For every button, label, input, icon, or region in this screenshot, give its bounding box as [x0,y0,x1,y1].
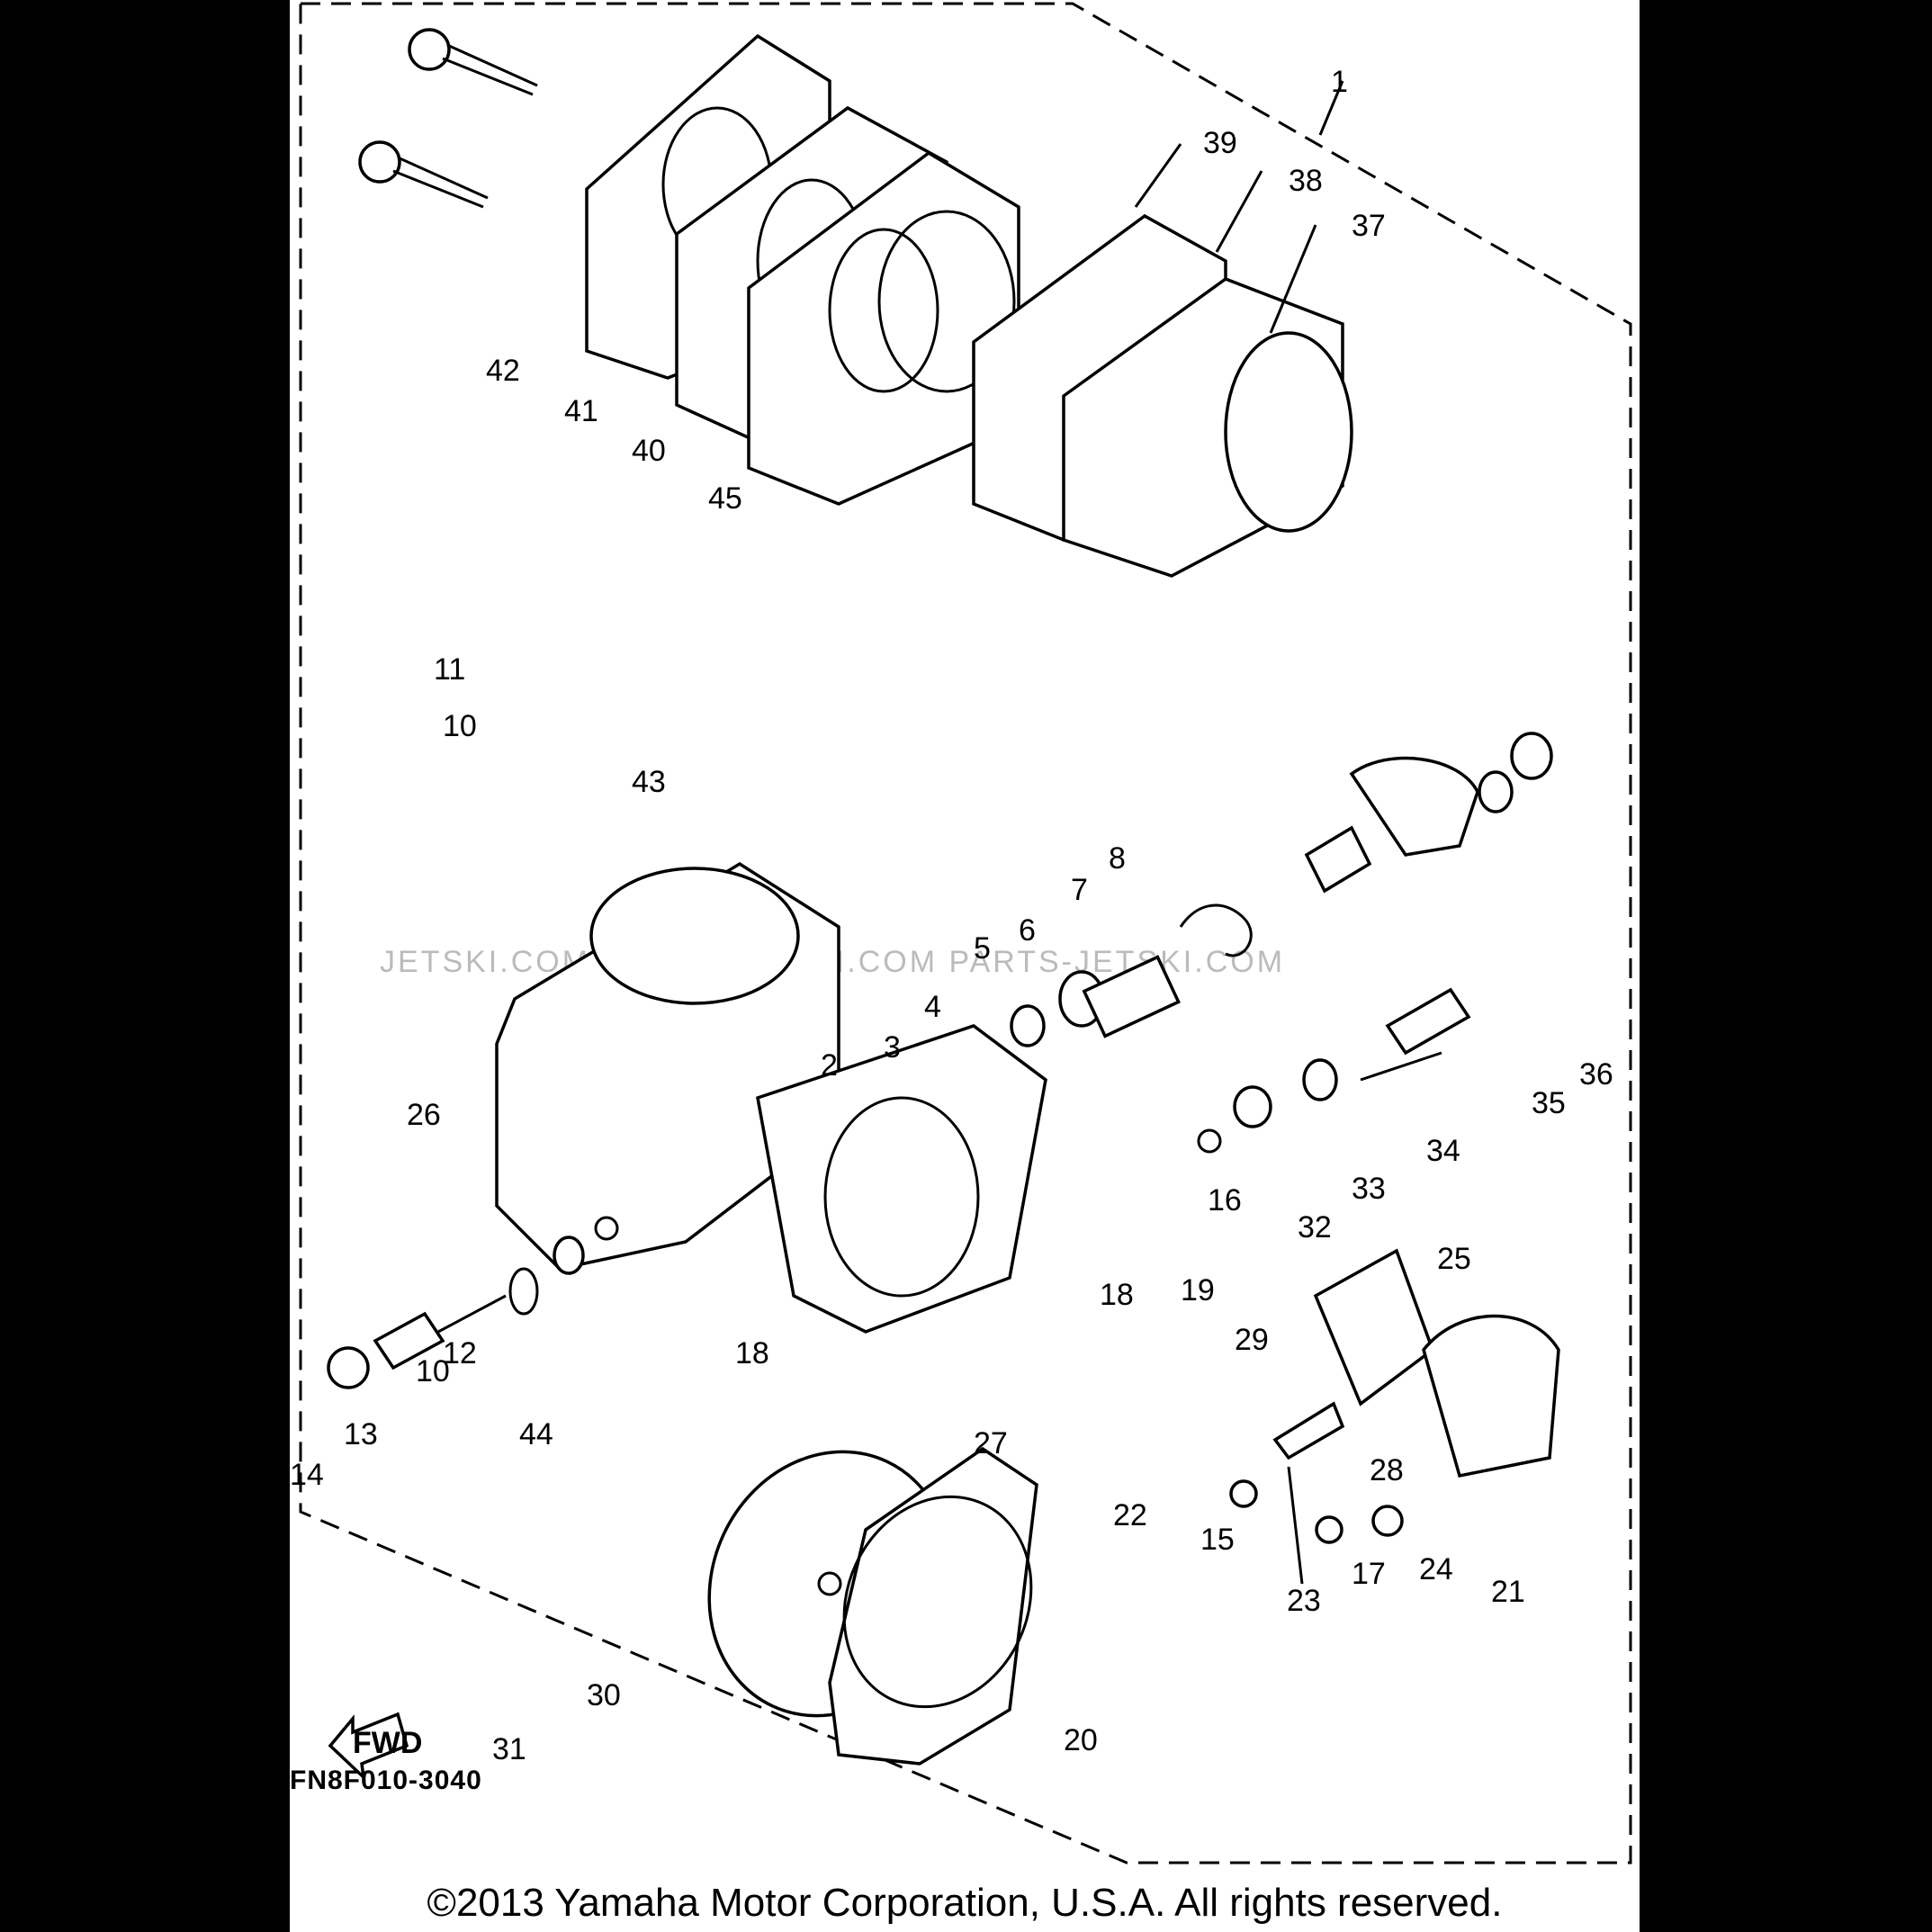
callout-label: 26 [407,1098,441,1132]
callout-label: 11 [434,652,465,687]
callout-label: 38 [1289,164,1323,198]
callout-label: 43 [632,765,666,799]
callout-label: 42 [486,354,520,388]
callout-label: 16 [1208,1183,1242,1218]
callout-label: 24 [1419,1552,1453,1586]
callout-label: 28 [1370,1453,1404,1487]
top-cover-stack [585,33,1353,578]
fwd-arrow-icon: FWD [328,1712,422,1782]
throttle-shaft-parts [1010,732,1553,1047]
pilot-screw-right [1197,987,1471,1154]
callout-label: 32 [1298,1210,1332,1245]
exploded-parts-diagram: JETSKI.COM PARTS-JETSKI.COM PARTS-JETSKI… [290,2,1632,1865]
diagram-code: FN8F010-3040 [290,1766,482,1795]
callout-label: 31 [492,1732,526,1766]
callout-label: 29 [1235,1323,1269,1357]
callout-label: 27 [974,1426,1008,1460]
callout-label: 44 [519,1417,553,1451]
diagram-sheet: JETSKI.COM PARTS-JETSKI.COM PARTS-JETSKI… [290,0,1640,1932]
callout-labels: 1 2 3 4 5 6 7 8 9 9 10 10 11 12 13 14 15… [290,65,1613,1766]
leader-lines [1134,80,1344,334]
callout-label: 25 [1437,1242,1471,1276]
callout-label: 40 [632,434,666,468]
callout-label: 33 [1352,1172,1386,1206]
callout-label: 39 [1203,126,1237,160]
callout-label: 7 [1071,873,1088,907]
callout-label: 18 [735,1336,769,1370]
callout-label: 17 [1352,1557,1386,1591]
callout-label: 30 [587,1678,621,1712]
callout-label: 20 [1064,1723,1098,1757]
callout-label: 4 [924,990,941,1024]
screw-9-lower [358,140,489,209]
callout-label: 34 [1426,1134,1460,1168]
screw-9-upper [408,28,538,96]
callout-label: 1 [1331,65,1348,99]
callout-label: 15 [1200,1523,1235,1557]
callout-label: 21 [1491,1575,1525,1609]
callout-label: 12 [443,1336,477,1370]
callout-label: 36 [1579,1057,1613,1092]
copyright-notice: ©2013 Yamaha Motor Corporation, U.S.A. A… [427,1881,1503,1925]
callout-label: 37 [1352,209,1386,243]
callout-label: 22 [1113,1498,1147,1532]
callout-label: 10 [443,709,477,743]
assembly-boundary [299,2,1632,1865]
callout-label: 18 [1100,1278,1134,1312]
callout-label: 8 [1109,841,1126,876]
svg-text:FWD: FWD [353,1726,422,1760]
callout-label: 14 [290,1458,324,1492]
callout-label: 19 [1181,1273,1215,1307]
bottom-diaphragm-cover [707,1446,1038,1766]
callout-label: 3 [884,1030,901,1065]
carburetor-body [495,861,1047,1334]
callout-label: 45 [708,481,742,516]
pilot-screw-left [327,1216,619,1389]
callout-label: 41 [564,394,598,428]
callout-label: 23 [1287,1584,1321,1618]
throttle-lever-group [1229,1248,1560,1585]
callout-label: 13 [344,1417,378,1451]
callout-label: 5 [974,931,991,966]
callout-label: 10 [416,1354,450,1388]
callout-label: 6 [1019,913,1036,948]
callout-label: 2 [821,1048,838,1083]
callout-label: 35 [1532,1086,1566,1120]
